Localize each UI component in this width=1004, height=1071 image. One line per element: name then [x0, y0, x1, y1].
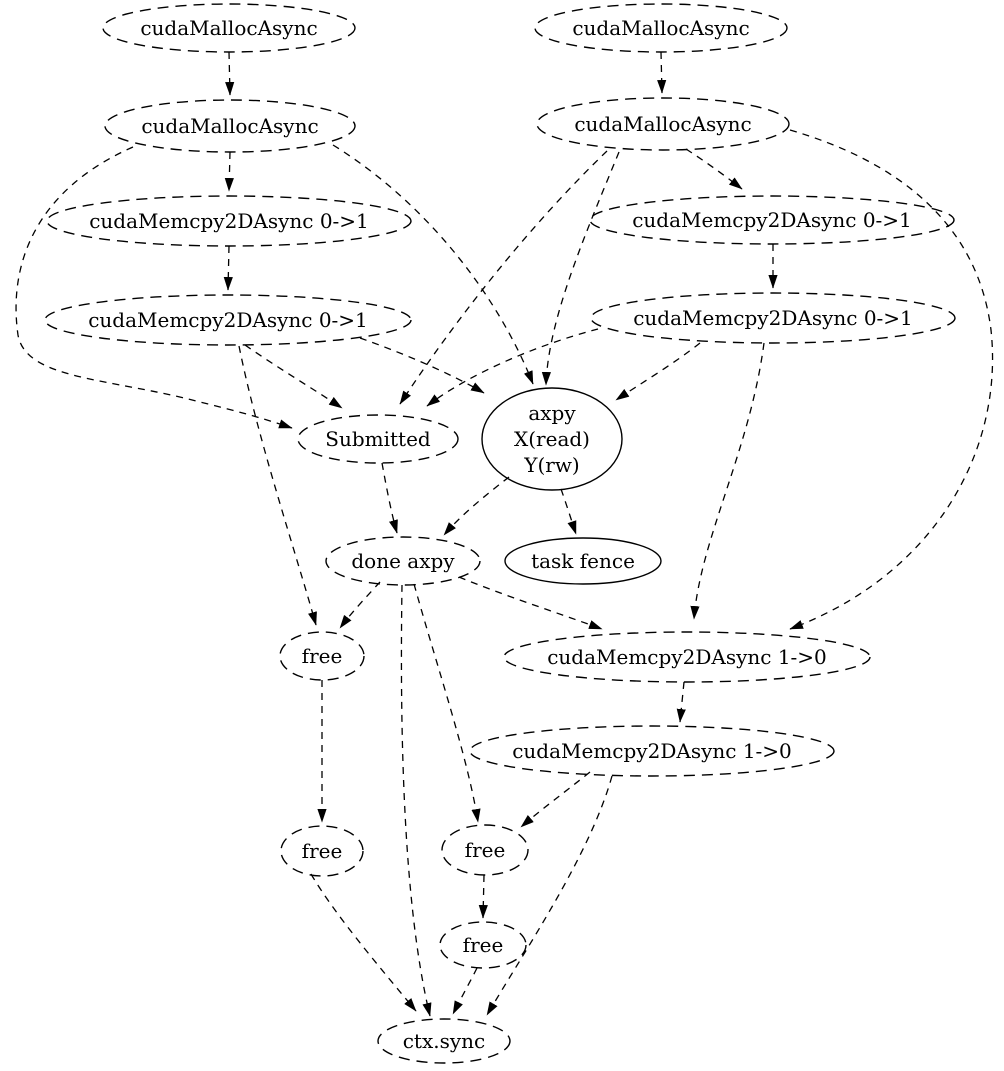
- memcpy-y-01-a-shape: [589, 195, 955, 245]
- edge-memcpy-10-b-to-ctx-sync: [486, 775, 613, 1016]
- memcpy-x-01-b-label: cudaMemcpy2DAsync 0->1: [88, 308, 368, 332]
- ctx-sync-label: ctx.sync: [403, 1029, 486, 1053]
- node-malloc-y-1: cudaMallocAsync: [536, 97, 790, 151]
- edge-memcpy-y-01-b-to-memcpy-10-a: [690, 342, 765, 620]
- task-fence-shape: [504, 537, 662, 585]
- edge-free-4-to-ctx-sync: [452, 967, 478, 1015]
- edge-done-axpy-to-ctx-sync: [400, 584, 432, 1017]
- edge-axpy-task-to-task-fence: [560, 488, 577, 535]
- edge-axpy-task-to-done-axpy: [443, 476, 510, 536]
- free-4-label: free: [463, 933, 504, 957]
- node-memcpy-x-01-b: cudaMemcpy2DAsync 0->1: [44, 294, 412, 346]
- edge-memcpy-x-01-b-to-axpy-task: [359, 337, 485, 394]
- malloc-y-0-shape: [534, 3, 788, 53]
- memcpy-x-01-a-label: cudaMemcpy2DAsync 0->1: [89, 209, 369, 233]
- edge-malloc-y-1-to-axpy-task: [541, 151, 620, 386]
- malloc-x-0-label: cudaMallocAsync: [140, 16, 317, 40]
- edge-malloc-x-1-to-submitted: [15, 146, 293, 429]
- edge-malloc-y-1-to-memcpy-10-a: [789, 129, 994, 630]
- edge-malloc-x-1-to-memcpy-x-01-a: [224, 151, 234, 192]
- memcpy-y-01-a-label: cudaMemcpy2DAsync 0->1: [632, 208, 912, 232]
- node-malloc-x-1: cudaMallocAsync: [104, 99, 356, 153]
- edge-done-axpy-to-memcpy-10-a: [458, 576, 603, 630]
- memcpy-10-a-shape: [503, 631, 871, 683]
- memcpy-y-01-b-label: cudaMemcpy2DAsync 0->1: [633, 306, 913, 330]
- ctx-sync-shape: [377, 1018, 511, 1064]
- free-3-shape: [441, 824, 529, 876]
- edge-free-2-to-ctx-sync: [310, 873, 417, 1012]
- malloc-y-1-label: cudaMallocAsync: [574, 112, 751, 136]
- edge-malloc-y-0-to-malloc-y-1: [657, 51, 667, 94]
- edge-memcpy-x-01-b-to-free-1: [238, 345, 317, 626]
- edge-memcpy-x-01-a-to-memcpy-x-01-b: [223, 245, 233, 291]
- edges-layer: [15, 51, 994, 1017]
- node-memcpy-y-01-b: cudaMemcpy2DAsync 0->1: [590, 292, 956, 344]
- node-ctx-sync: ctx.sync: [377, 1018, 511, 1064]
- memcpy-y-01-b-shape: [590, 292, 956, 344]
- node-memcpy-x-01-a: cudaMemcpy2DAsync 0->1: [46, 195, 412, 247]
- malloc-y-1-shape: [536, 97, 790, 151]
- axpy-task-label: axpy: [528, 401, 576, 425]
- axpy-task-label: Y(rw): [523, 453, 580, 477]
- memcpy-10-b-label: cudaMemcpy2DAsync 1->0: [512, 739, 792, 763]
- node-free-2: free: [280, 825, 364, 877]
- edge-malloc-y-1-to-memcpy-y-01-a: [685, 148, 743, 190]
- edge-malloc-x-0-to-malloc-x-1: [225, 51, 235, 96]
- node-done-axpy: done axpy: [325, 536, 481, 586]
- malloc-x-1-label: cudaMallocAsync: [141, 114, 318, 138]
- nodes-layer: cudaMallocAsync cudaMallocAsync cudaMemcpy…: [44, 3, 956, 1064]
- malloc-y-0-label: cudaMallocAsync: [572, 16, 749, 40]
- edge-done-axpy-to-free-1: [339, 581, 381, 629]
- edge-malloc-y-1-to-submitted: [399, 150, 608, 405]
- submitted-label: Submitted: [325, 427, 431, 451]
- edge-memcpy-10-a-to-memcpy-10-b: [676, 681, 686, 723]
- node-memcpy-10-b: cudaMemcpy2DAsync 1->0: [469, 725, 835, 777]
- free-3-label: free: [465, 838, 506, 862]
- free-1-label: free: [302, 644, 343, 668]
- edge-malloc-x-1-to-axpy-task: [332, 144, 534, 385]
- done-axpy-shape: [325, 536, 481, 586]
- submitted-shape: [297, 414, 459, 464]
- edge-free-3-to-free-4: [478, 874, 488, 919]
- node-free-1: free: [279, 631, 365, 681]
- edge-submitted-to-done-axpy: [381, 462, 398, 534]
- memcpy-x-01-a-shape: [46, 195, 412, 247]
- free-4-shape: [439, 921, 527, 969]
- node-malloc-y-0: cudaMallocAsync: [534, 3, 788, 53]
- memcpy-x-01-b-shape: [44, 294, 412, 346]
- edge-memcpy-y-01-b-to-submitted: [426, 328, 599, 407]
- memcpy-10-b-shape: [469, 725, 835, 777]
- axpy-task-label: X(read): [514, 427, 590, 451]
- done-axpy-label: done axpy: [351, 549, 455, 573]
- edge-done-axpy-to-free-3: [413, 583, 481, 823]
- task-fence-label: task fence: [531, 549, 635, 573]
- free-2-shape: [280, 825, 364, 877]
- memcpy-10-a-label: cudaMemcpy2DAsync 1->0: [547, 645, 827, 669]
- free-1-shape: [279, 631, 365, 681]
- edge-memcpy-10-b-to-free-3: [520, 771, 591, 828]
- free-2-label: free: [302, 839, 343, 863]
- node-memcpy-y-01-a: cudaMemcpy2DAsync 0->1: [589, 195, 955, 245]
- axpy-task-shape: [481, 387, 623, 491]
- malloc-x-1-shape: [104, 99, 356, 153]
- node-free-4: free: [439, 921, 527, 969]
- node-free-3: free: [441, 824, 529, 876]
- node-task-fence: task fence: [504, 537, 662, 585]
- edge-memcpy-y-01-b-to-axpy-task: [615, 342, 701, 401]
- edge-memcpy-x-01-b-to-submitted: [244, 344, 343, 409]
- malloc-x-0-shape: [102, 3, 356, 53]
- node-malloc-x-0: cudaMallocAsync: [102, 3, 356, 53]
- node-memcpy-10-a: cudaMemcpy2DAsync 1->0: [503, 631, 871, 683]
- node-submitted: Submitted: [297, 414, 459, 464]
